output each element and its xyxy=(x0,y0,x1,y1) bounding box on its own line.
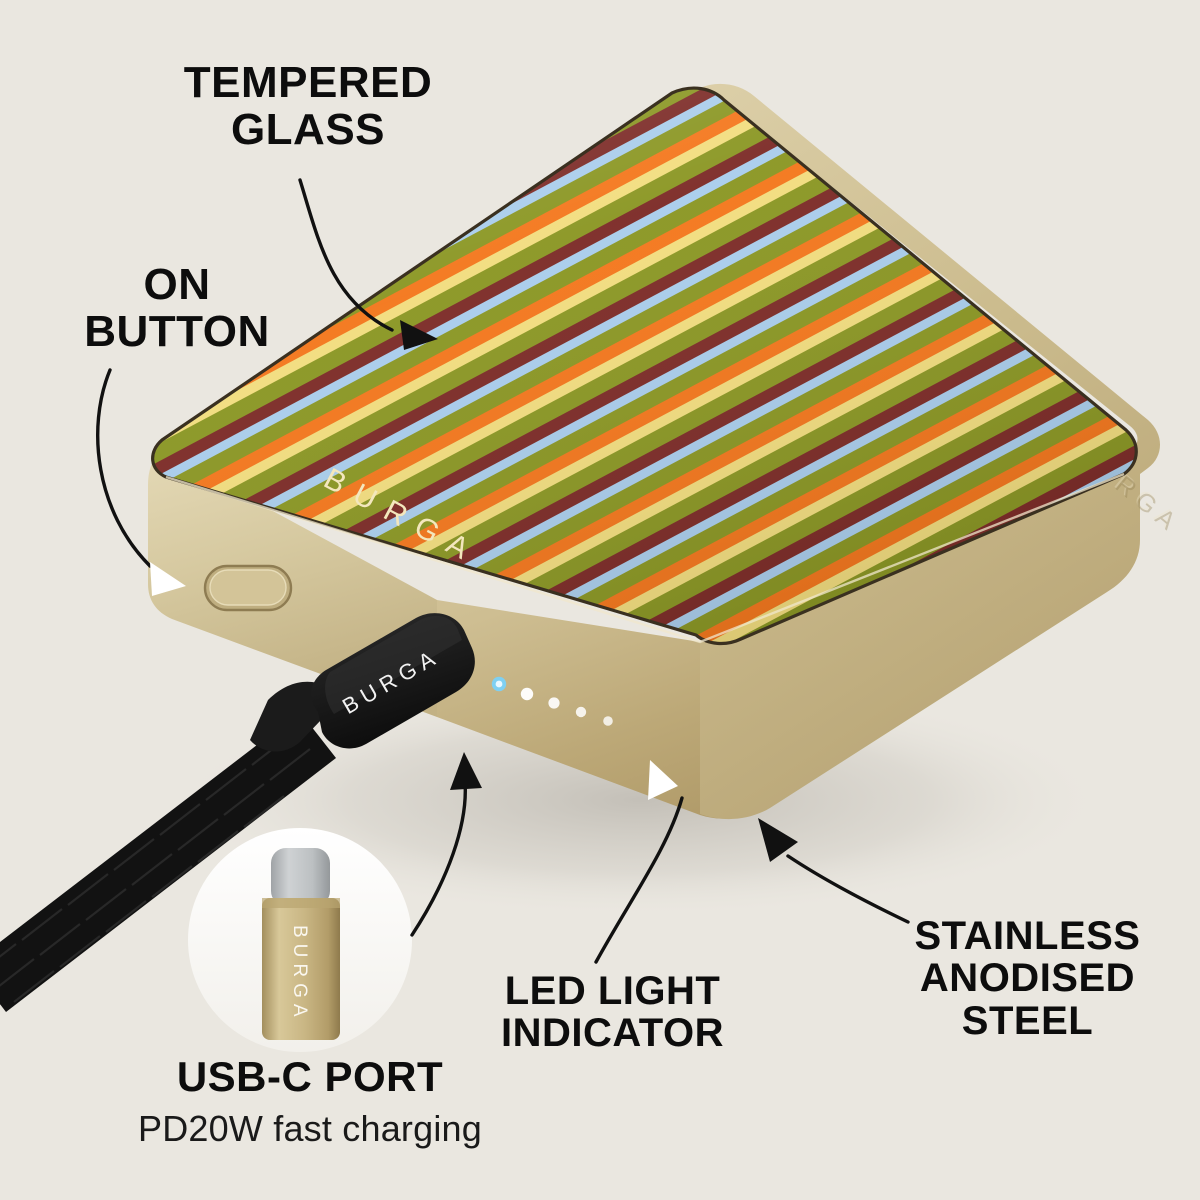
glass-gold-seam xyxy=(165,472,1125,644)
brand-print-glass: BURGA xyxy=(318,462,485,572)
usb-c-connector: BURGA xyxy=(311,613,475,749)
svg-text:BURGA: BURGA xyxy=(289,925,310,1023)
svg-text:BURGA: BURGA xyxy=(318,462,485,572)
led-indicator-dots xyxy=(491,676,613,726)
label-usb-c-subtitle: PD20W fast charging xyxy=(138,1108,482,1149)
glass-outline xyxy=(151,86,1138,646)
leader-led-indicator xyxy=(594,760,684,964)
brand-emboss-right: BURGA BURGA xyxy=(1071,438,1186,540)
device-front-face xyxy=(437,452,1130,819)
label-on-button: ON BUTTON xyxy=(84,260,270,356)
adapter-brand: BURGA xyxy=(289,925,310,1023)
svg-text:BURGA: BURGA xyxy=(1072,440,1186,540)
on-button[interactable] xyxy=(203,564,293,612)
device-left-face xyxy=(148,452,437,717)
front-face-highlight xyxy=(408,628,456,652)
svg-text:BURGA: BURGA xyxy=(338,643,444,719)
label-stainless-anodised-steel: STAINLESS ANODISED STEEL xyxy=(914,914,1141,1043)
svg-text:BURGA: BURGA xyxy=(1071,438,1185,538)
usb-cable xyxy=(0,681,342,1012)
label-usb-c-port: USB-C PORT xyxy=(176,1053,444,1100)
device-gold-right-wedge xyxy=(700,83,1160,820)
label-tempered-glass: TEMPERED GLASS xyxy=(183,58,433,154)
leader-usb-c xyxy=(410,752,482,937)
leader-stainless-steel xyxy=(758,818,910,924)
connector-brand: BURGA xyxy=(338,643,444,719)
leader-on-button xyxy=(96,368,186,596)
product-shadow xyxy=(170,682,1110,918)
usb-c-inset: BURGA xyxy=(188,828,412,1052)
label-led-light-indicator: LED LIGHT INDICATOR xyxy=(500,969,724,1056)
